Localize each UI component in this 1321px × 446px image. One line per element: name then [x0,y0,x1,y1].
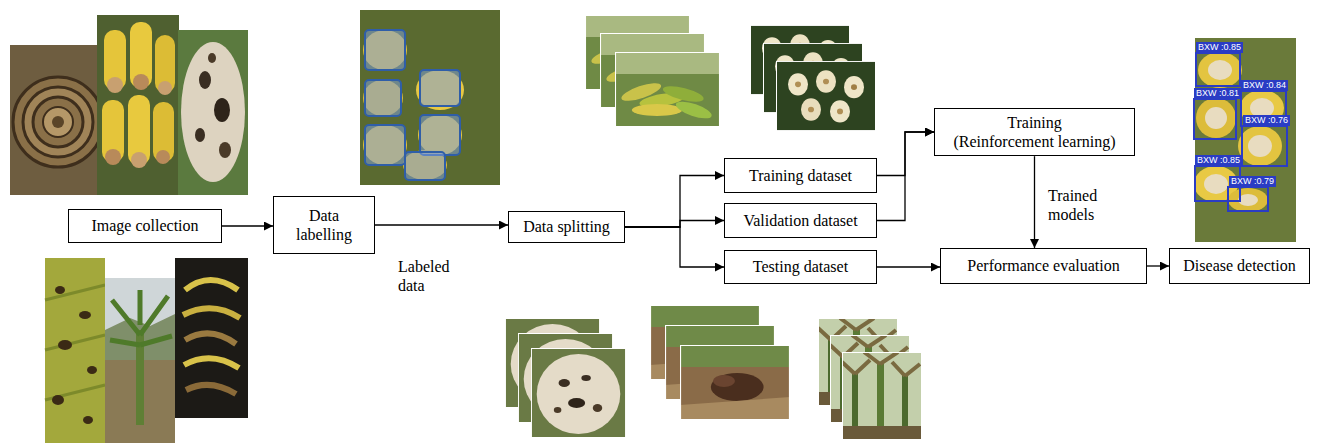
dark-bunch-photo [175,258,248,418]
detection-tag: BXW :0.85 [1196,42,1243,53]
process-box: Validation dataset [724,203,877,238]
flow-arrow [625,176,724,228]
box-text: (Reinforcement learning) [953,132,1115,151]
box-text: Performance evaluation [967,256,1119,275]
banana-plant-photo [105,278,175,443]
flow-arrow [877,132,934,221]
box-text: Testing dataset [753,257,848,276]
process-box: Data labelling [273,196,375,254]
box-text: Training [1007,113,1062,132]
rotten-fruit-photo [178,30,248,195]
testing-photo-stack [505,305,922,440]
box-text: Image collection [91,216,198,235]
banana-bunch-photo [97,15,179,195]
box-text: Training dataset [749,166,852,185]
box-text: Disease detection [1183,256,1295,275]
process-box: Performance evaluation [940,248,1147,284]
box-text: Validation dataset [743,211,857,230]
flow-arrow [222,225,273,226]
flow-arrow [625,227,724,267]
edge-label: Trained models [1046,186,1114,224]
process-box: Testing dataset [724,250,877,284]
detection-photo [1194,38,1296,242]
process-box: Training dataset [724,158,877,193]
process-box: Disease detection [1169,248,1310,284]
leaf-spot-photo [45,258,105,443]
process-box: Image collection [68,209,222,243]
edge-label: Labeled data [396,257,462,295]
flow-arrow [877,266,940,267]
flow-arrow [625,221,724,228]
detection-tag: BXW :0.81 [1194,88,1241,99]
detection-tag: BXW :0.76 [1243,115,1290,126]
flow-arrow [375,224,508,225]
process-box: Data splitting [508,211,625,243]
detection-tag: BXW :0.84 [1241,80,1288,91]
training-photo-stack [585,15,720,127]
process-box: Training(Reinforcement learning) [934,108,1135,156]
flow-arrow [1147,265,1169,266]
detection-tag: BXW :0.85 [1195,155,1242,166]
detection-tag: BXW :0.79 [1229,176,1276,187]
box-text: Data labelling [282,206,366,244]
box-text: Data splitting [523,217,610,236]
flow-arrow [1034,156,1035,248]
labeled-photo [360,10,500,185]
validation-photo-stack [750,25,876,131]
